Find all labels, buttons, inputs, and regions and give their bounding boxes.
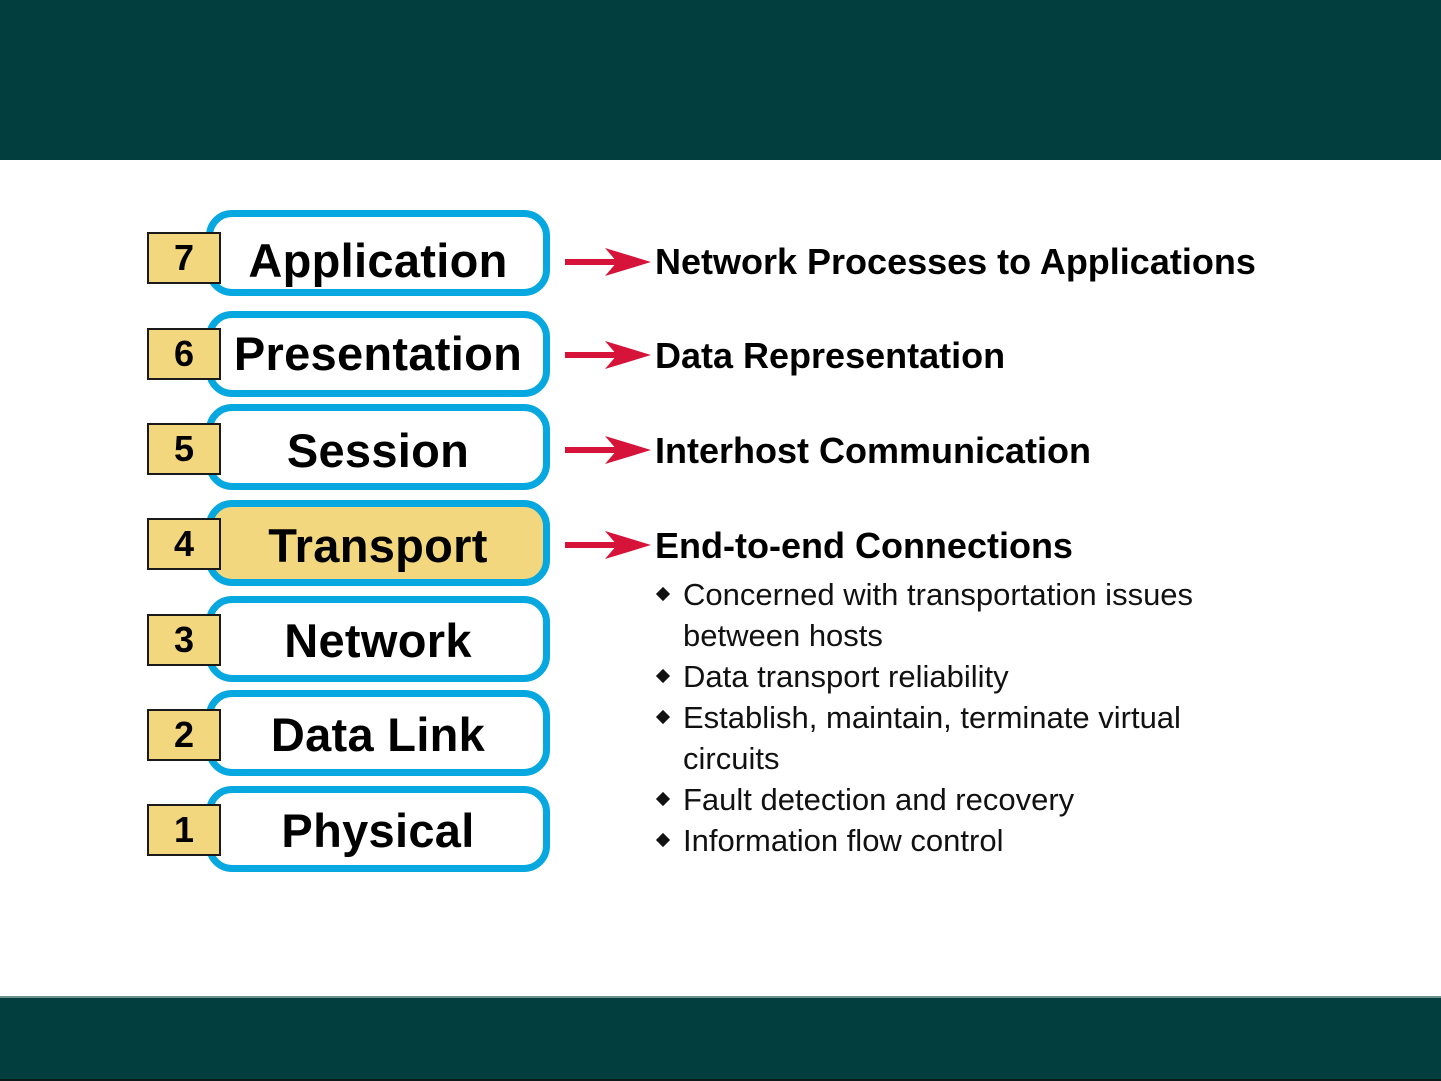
bullet-diamond-icon (655, 791, 671, 807)
bullet-diamond-icon (655, 586, 671, 602)
bullet-diamond-icon (655, 668, 671, 684)
layer-description-presentation: Data Representation (655, 335, 1006, 376)
layer-number-badge: 3 (147, 614, 221, 666)
layer-number-badge: 6 (147, 328, 221, 380)
list-item: Fault detection and recovery (655, 779, 1295, 820)
arrow-right-icon (565, 436, 651, 464)
arrow-right-icon (565, 248, 651, 276)
layer-box-data-link (206, 690, 550, 776)
bullet-diamond-icon (655, 832, 671, 848)
arrow-right-icon (565, 531, 651, 559)
layer-description-application: Network Processes to Applications (655, 241, 1256, 282)
layer-box-application (206, 210, 550, 296)
header-bar (0, 0, 1441, 160)
list-item: Establish, maintain, terminate virtual c… (655, 697, 1263, 779)
layer-number-badge: 2 (147, 709, 221, 761)
layer-name: Session (286, 424, 470, 477)
layer-number-badge: 1 (147, 804, 221, 856)
footer-edge (0, 1079, 1441, 1081)
layer-number-badge: 7 (147, 232, 221, 284)
layer-number-badge: 4 (147, 518, 221, 570)
bullet-diamond-icon (655, 709, 671, 725)
layer-name: Physical (281, 804, 475, 857)
list-item: Data transport reliability (655, 656, 1295, 697)
layer-number-badge: 5 (147, 423, 221, 475)
list-item: Concerned with transportation issues bet… (655, 574, 1295, 656)
arrow-right-icon (565, 341, 651, 369)
footer-bar (0, 996, 1441, 1081)
layer-box-transport (206, 500, 550, 586)
layer-name: Data Link (270, 708, 486, 761)
layer-name: Application (248, 234, 508, 287)
layer-name: Presentation (233, 327, 523, 380)
transport-details-list: Concerned with transportation issues bet… (655, 574, 1295, 861)
list-item: Information flow control (655, 820, 1295, 861)
layer-name: Network (284, 614, 472, 667)
layer-description-session: Interhost Communication (655, 430, 1092, 471)
layer-name: Transport (268, 519, 488, 572)
layer-description-transport: End-to-end Connections (655, 525, 1073, 566)
